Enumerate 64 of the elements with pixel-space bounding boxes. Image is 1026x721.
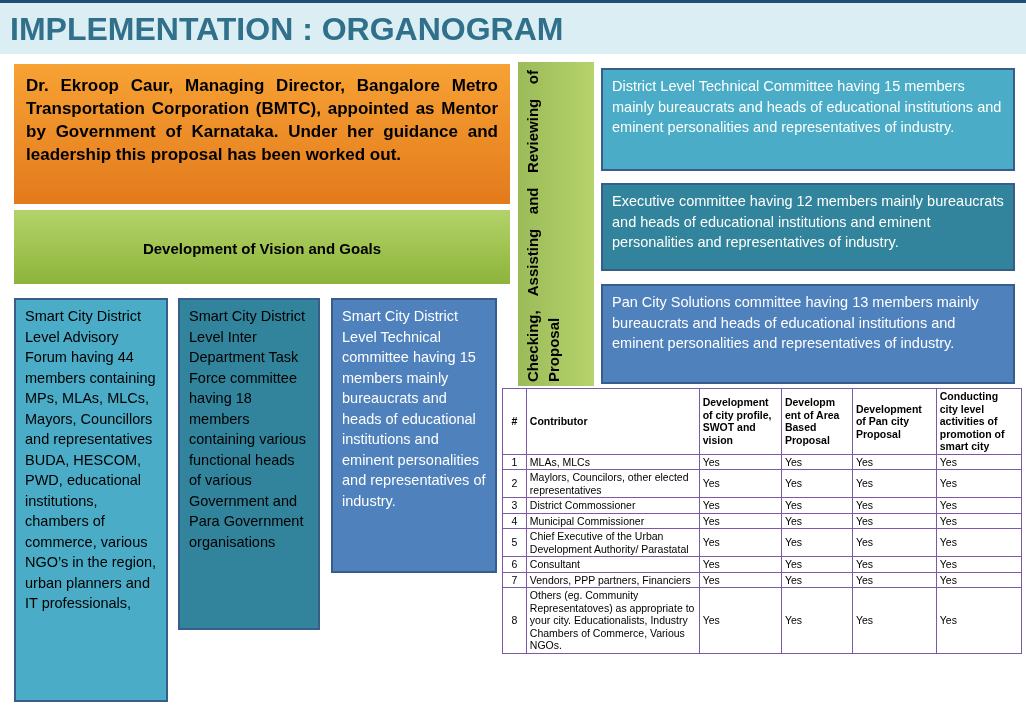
table-cell: Vendors, PPP partners, Financiers xyxy=(526,572,700,588)
table-cell: Yes xyxy=(781,572,853,588)
table-cell: Yes xyxy=(936,454,1022,470)
table-cell: Yes xyxy=(699,454,782,470)
vision-box: Development of Vision and Goals xyxy=(14,210,510,284)
column-header: Contributor xyxy=(526,388,700,454)
table-cell: Municipal Commissioner xyxy=(526,513,700,529)
table-cell: Yes xyxy=(699,556,782,572)
table-cell: 6 xyxy=(502,556,527,572)
review-bar: Checking, Assisting and Reviewing of Proposal xyxy=(518,62,594,386)
table-cell: 5 xyxy=(502,528,527,557)
table-cell: Yes xyxy=(699,513,782,529)
table-cell: Yes xyxy=(781,587,853,653)
table-cell: Yes xyxy=(936,513,1022,529)
table-cell: Yes xyxy=(936,528,1022,557)
table-cell: Yes xyxy=(852,556,937,572)
table-cell: Yes xyxy=(852,587,937,653)
title: IMPLEMENTATION : ORGANOGRAM xyxy=(10,11,564,48)
table-cell: Yes xyxy=(936,572,1022,588)
table-cell: Yes xyxy=(699,528,782,557)
column-header: Development of city profile, SWOT and vision xyxy=(699,388,782,454)
table-cell: 4 xyxy=(502,513,527,529)
table-cell: Yes xyxy=(852,454,937,470)
column-header: Development of Pan city Proposal xyxy=(852,388,937,454)
table-cell: 7 xyxy=(502,572,527,588)
table-cell: MLAs, MLCs xyxy=(526,454,700,470)
committee-box: Pan City Solutions committee having 13 members mainly bureaucrats and heads of educational institutions and eminent personalities and representatives of industry. xyxy=(601,284,1015,384)
table-cell: Yes xyxy=(852,469,937,498)
table-cell: District Commossioner xyxy=(526,497,700,513)
table-cell: Yes xyxy=(781,528,853,557)
table-cell: Yes xyxy=(852,572,937,588)
table-cell: Yes xyxy=(699,572,782,588)
table-cell: Others (eg. Community Representatoves) as appropriate to your city. Educationalists, Industry Chambers of Commerce, Various NGOs. xyxy=(526,587,700,653)
table-cell: 3 xyxy=(502,497,527,513)
table-cell: Yes xyxy=(781,497,853,513)
table-cell: Yes xyxy=(936,556,1022,572)
table-cell: Yes xyxy=(781,556,853,572)
table-cell: Yes xyxy=(852,528,937,557)
table-cell: Yes xyxy=(852,513,937,529)
table-cell: Yes xyxy=(699,469,782,498)
committee-box: Executive committee having 12 members mainly bureaucrats and heads of educational institutions and eminent personalities and representatives of industry. xyxy=(601,183,1015,271)
table-cell: Yes xyxy=(936,587,1022,653)
table-cell: Yes xyxy=(781,469,853,498)
column-header: Conducting city level activities of promotion of smart city xyxy=(936,388,1022,454)
table-cell: Yes xyxy=(852,497,937,513)
table-cell: 2 xyxy=(502,469,527,498)
table-cell: Maylors, Councilors, other elected representatives xyxy=(526,469,700,498)
committee-box: District Level Technical Committee having 15 members mainly bureaucrats and heads of educational institutions and eminent personalities and representatives of industry. xyxy=(601,68,1015,171)
table-cell: Consultant xyxy=(526,556,700,572)
mentor-box: Dr. Ekroop Caur, Managing Director, Bangalore Metro Transportation Corporation (BMTC), appointed as Mentor by Government of Karnataka. Under her guidance and leadership this proposal has been worked out. xyxy=(14,64,510,204)
table-cell: Yes xyxy=(699,587,782,653)
table-cell: 1 xyxy=(502,454,527,470)
table-cell: Yes xyxy=(936,497,1022,513)
table-cell: Yes xyxy=(936,469,1022,498)
committee-box: Smart City District Level Technical committee having 15 members mainly bureaucrats and heads of educational institutions and eminent personalities and representatives of industry. xyxy=(331,298,497,573)
table-cell: Chief Executive of the Urban Development Authority/ Parastatal xyxy=(526,528,700,557)
table-cell: 8 xyxy=(502,587,527,653)
column-header: Developm ent of Area Based Proposal xyxy=(781,388,853,454)
table-cell: Yes xyxy=(781,513,853,529)
table-cell: Yes xyxy=(781,454,853,470)
committee-box: Smart City District Level Inter Department Task Force committee having 18 members containing various functional heads of various Government and Para Government organisations xyxy=(178,298,320,630)
column-header: # xyxy=(502,388,527,454)
committee-box: Smart City District Level Advisory Forum having 44 members containing MPs, MLAs, MLCs, Mayors, Councillors and representatives BUDA, HESCOM, PWD, educational institutions, chambers of commerce, various NGO’s in the region, urban planners and IT professionals, xyxy=(14,298,168,702)
table-cell: Yes xyxy=(699,497,782,513)
